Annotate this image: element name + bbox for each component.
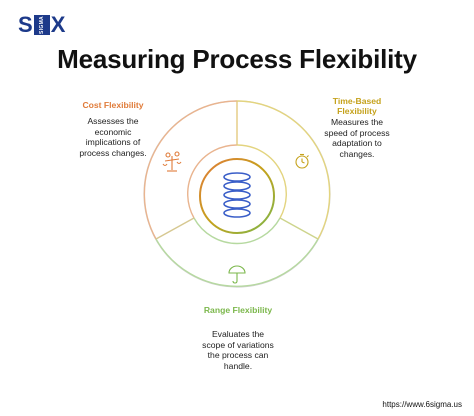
range-desc-line: Evaluates the [211, 329, 265, 339]
time-desc-line: adaptation to [332, 138, 382, 148]
logo-letter-x: X [50, 12, 66, 37]
time-based-flexibility-title: Time-Based Flexibility [305, 96, 409, 116]
range-flexibility-description: Evaluates the scope of variations the pr… [183, 329, 293, 371]
logo-letter-s: S [18, 12, 33, 37]
time-based-flexibility-description: Measures the speed of process adaptation… [305, 117, 409, 159]
time-desc-line: Measures the [330, 117, 384, 127]
middle-ring-cost-arc [187, 144, 238, 219]
logo-badge: SIGMA [33, 15, 50, 35]
range-flexibility-block: Range Flexibility Evaluates the scope of… [183, 305, 293, 371]
website-url: https://www.6sigma.us [382, 400, 462, 409]
divider-left [155, 217, 195, 240]
range-desc-line: the process can [207, 350, 269, 360]
cost-desc-line: Assesses the [87, 116, 139, 126]
brand-logo: S SIGMA X [18, 12, 65, 38]
cost-flexibility-block: Cost Flexibility Assesses the economic i… [58, 100, 168, 158]
cost-flexibility-title: Cost Flexibility [82, 100, 144, 110]
center-circle [199, 158, 275, 234]
middle-ring-range-arc [193, 217, 281, 245]
stopwatch-icon [295, 153, 309, 169]
outer-ring-cost-arc [143, 100, 238, 240]
time-desc-line: speed of process [324, 127, 390, 138]
page-title: Measuring Process Flexibility [57, 44, 417, 74]
time-title-line: Time-Based [332, 96, 382, 106]
range-desc-line: handle. [223, 360, 253, 371]
cost-desc-line: economic [94, 126, 132, 137]
outer-ring-range-arc [155, 238, 319, 287]
middle-ring-time-arc [236, 144, 287, 219]
spring-icon [223, 172, 251, 218]
time-based-flexibility-block: Time-Based Flexibility Measures the spee… [305, 96, 409, 159]
money-bag-scale-icon [162, 151, 182, 172]
time-desc-line: changes. [339, 148, 375, 159]
cost-flexibility-description: Assesses the economic implications of pr… [58, 116, 168, 158]
cost-desc-line: implications of [85, 137, 141, 147]
range-desc-line: scope of variations [202, 339, 274, 350]
outer-ring-time-arc [236, 100, 331, 240]
cost-desc-line: process changes. [79, 147, 147, 158]
umbrella-icon [228, 265, 246, 284]
divider-right [279, 217, 319, 240]
range-flexibility-title: Range Flexibility [203, 305, 273, 315]
time-title-line: Flexibility [337, 106, 377, 116]
